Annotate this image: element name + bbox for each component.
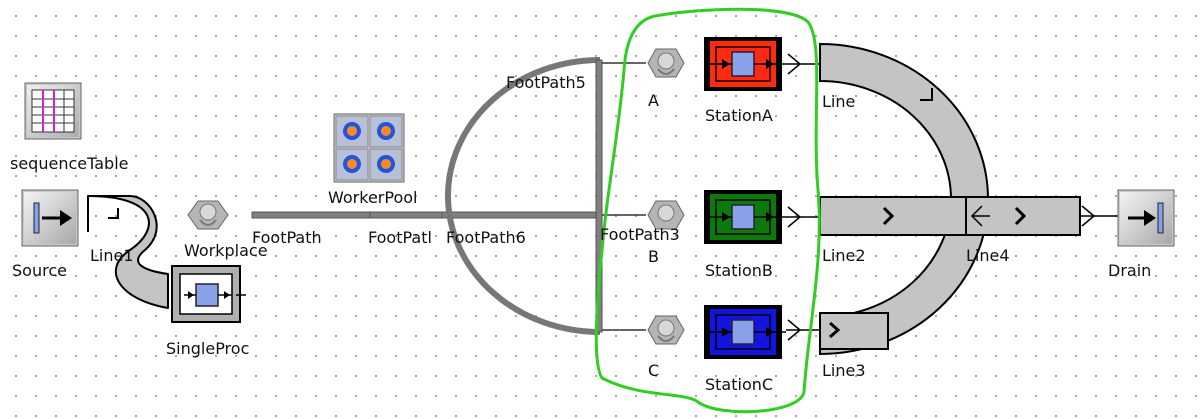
table-icon[interactable] — [24, 82, 82, 140]
workplace-c-icon[interactable] — [647, 315, 685, 345]
single-proc[interactable] — [171, 265, 246, 323]
highlight-outline — [594, 7, 821, 414]
footpath-label: FootPath — [252, 228, 322, 247]
footpath-2-label: FootPatl — [368, 228, 432, 247]
workplace-a-icon[interactable] — [647, 48, 685, 78]
line1-conveyor[interactable] — [87, 195, 169, 309]
workplace-icon[interactable] — [187, 200, 229, 230]
footpath3-label: FootPath3 — [600, 225, 680, 244]
line4-exit-arrow — [1080, 205, 1118, 227]
station-a[interactable] — [704, 37, 786, 91]
line4-label: Line4 — [966, 246, 1010, 265]
sequence-table-label: sequenceTable — [10, 154, 129, 173]
station-c-label: StationC — [705, 375, 774, 394]
workplace-c-label: C — [648, 361, 660, 380]
station-c-exit-arrow — [786, 319, 820, 341]
source-arrow-icon[interactable] — [21, 189, 79, 247]
station-b-exit-arrow — [786, 206, 820, 228]
station-b[interactable] — [704, 190, 786, 244]
line2-conveyor[interactable] — [819, 196, 967, 236]
workplace-b-label: B — [648, 247, 659, 266]
station-a-exit-arrow — [786, 53, 820, 75]
line-conveyor[interactable] — [819, 42, 989, 356]
line3-label: Line3 — [822, 361, 866, 380]
worker-pool-label: WorkerPool — [328, 188, 418, 207]
footpath[interactable] — [251, 211, 371, 219]
line1-label: Line1 — [90, 246, 134, 265]
line2-label: Line2 — [822, 246, 866, 265]
station-b-label: StationB — [705, 261, 773, 280]
line3-conveyor[interactable] — [819, 312, 889, 350]
station-a-label: StationA — [705, 106, 773, 125]
footpath6-label: FootPath6 — [446, 228, 526, 247]
line-label: Line — [822, 92, 856, 111]
source-label: Source — [12, 261, 67, 280]
workplace-b-icon[interactable] — [647, 200, 685, 230]
drain-label: Drain — [1108, 261, 1152, 280]
workplace-label: Workplace — [184, 241, 268, 260]
footpath6[interactable] — [441, 211, 601, 219]
station-c[interactable] — [704, 305, 786, 359]
worker-pool-icon[interactable] — [333, 113, 405, 183]
footpath-2[interactable] — [369, 211, 443, 219]
footpath3-vertical[interactable] — [595, 59, 603, 333]
footpath5-arc[interactable] — [445, 57, 601, 335]
footpath5-label: FootPath5 — [506, 73, 586, 92]
workplace-a-label: A — [648, 91, 659, 110]
line4-conveyor[interactable] — [965, 196, 1081, 236]
drain-arrow-icon[interactable] — [1117, 189, 1175, 247]
single-proc-label: SingleProc — [166, 339, 250, 358]
